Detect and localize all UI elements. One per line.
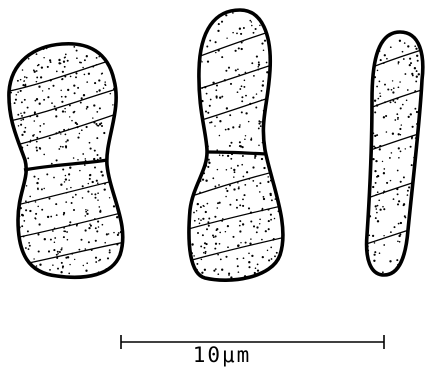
scale-bar-label: 10μm bbox=[182, 343, 262, 367]
middle-cell bbox=[185, 8, 291, 285]
left-cell bbox=[5, 41, 126, 279]
right-cell bbox=[360, 29, 428, 277]
